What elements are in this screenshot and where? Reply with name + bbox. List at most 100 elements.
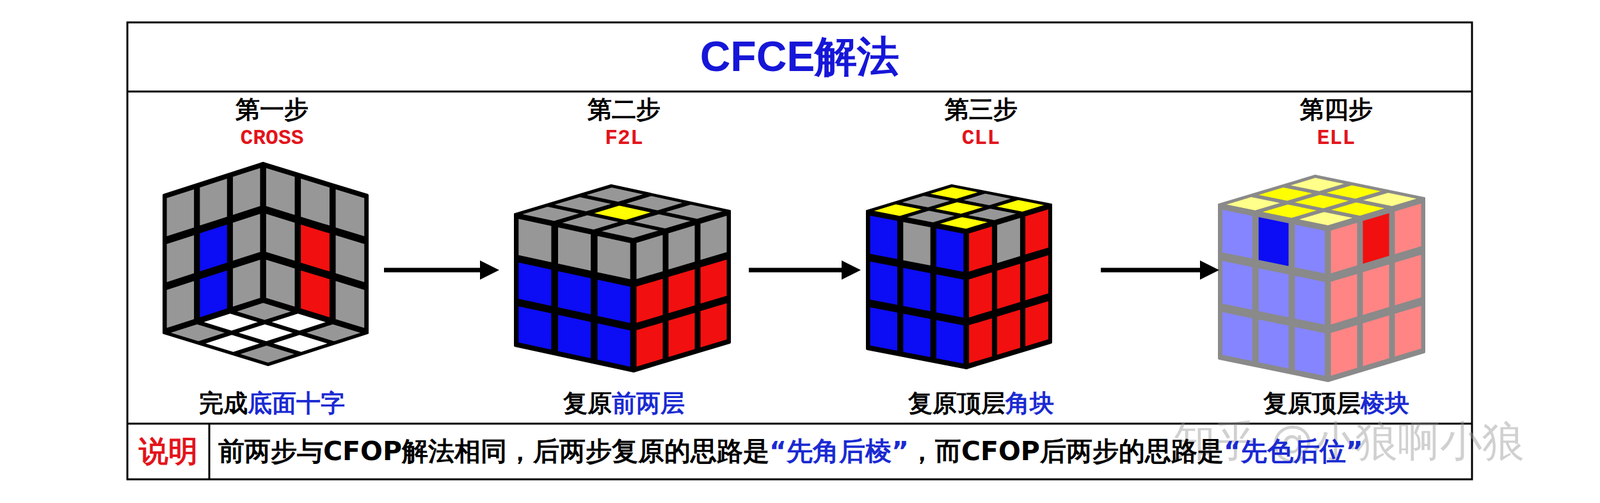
cube-sticker: [902, 312, 931, 358]
step-caption: 复原前两层: [563, 389, 685, 418]
cube-sticker: [636, 234, 664, 281]
cube-sticker: [1221, 311, 1254, 362]
cube-sticker: [597, 279, 632, 324]
cross-cube: [163, 163, 368, 365]
cube-sticker: [1258, 267, 1290, 319]
cube-sticker: [300, 269, 331, 319]
cube-sticker: [232, 167, 262, 216]
cube-sticker: [597, 234, 632, 280]
cube-sticker: [996, 309, 1021, 356]
caption-text: 复原顶层: [908, 389, 1006, 418]
cube-sticker: [869, 306, 898, 352]
title-rule: [127, 90, 1472, 93]
cube-sticker: [1024, 254, 1049, 302]
cll-cube: [867, 185, 1051, 368]
cube-face: [1219, 176, 1424, 228]
cube-sticker: [668, 268, 696, 315]
cube-sticker: [968, 317, 993, 365]
arrow-shaft: [748, 268, 843, 273]
cube-sticker: [1394, 254, 1423, 307]
cube-sticker: [968, 225, 993, 273]
cube-sticker: [199, 224, 228, 273]
cube-face: [515, 185, 730, 240]
cube-sticker: [265, 167, 296, 216]
cube-sticker: [1294, 275, 1326, 326]
cube-face: [867, 185, 1051, 231]
cube-sticker: [1330, 222, 1359, 275]
cube-sticker: [935, 319, 964, 365]
cube-sticker: [869, 260, 898, 306]
flow-arrow: [1100, 260, 1220, 280]
note-label: 说明: [138, 432, 198, 472]
cube-sticker: [232, 259, 262, 308]
flow-arrow: [384, 260, 500, 280]
cube-sticker: [1330, 273, 1359, 326]
cube-face: [867, 211, 967, 368]
note-text: ，而CFOP后两步的思路是: [908, 433, 1224, 470]
method-name: F2L: [604, 126, 643, 152]
cube-sticker: [166, 280, 196, 329]
caption-text: 复原顶层: [1263, 389, 1361, 418]
cube-sticker: [1024, 300, 1049, 347]
cube-sticker: [993, 199, 1047, 213]
cube-sticker: [199, 269, 228, 319]
cube-sticker: [700, 215, 728, 262]
arrow-head: [1200, 260, 1220, 280]
cube-face: [966, 204, 1051, 368]
cube-sticker: [1360, 192, 1420, 207]
caption-text: 完成: [199, 389, 248, 418]
cube-sticker: [1258, 216, 1290, 267]
step-number: 第三步: [944, 96, 1018, 125]
caption-highlight: 前两层: [611, 389, 685, 418]
cube-sticker: [232, 213, 262, 262]
step-node: 第二步F2L 复原前两层: [499, 94, 749, 423]
cube-sticker: [1394, 202, 1423, 256]
cube-sticker: [996, 216, 1021, 264]
step-caption: 复原顶层棱块: [1263, 389, 1410, 418]
cube-sticker: [335, 188, 366, 238]
step-node: 第四步ELL复原顶层棱块: [1219, 94, 1453, 423]
cube-sticker: [517, 218, 552, 264]
cube-face: [1328, 198, 1424, 381]
cube-sticker: [300, 177, 331, 227]
caption-highlight: 角块: [1005, 389, 1055, 418]
cube-sticker: [663, 204, 725, 220]
step-node: 第三步CLL复原顶层角块: [860, 94, 1101, 423]
ell-cube: [1219, 176, 1424, 381]
cube-face: [515, 214, 634, 372]
cube-sticker: [902, 221, 931, 267]
cube-sticker: [199, 177, 228, 227]
step-node: 第一步CROSS完成底面十字: [160, 94, 384, 423]
method-name: ELL: [1317, 126, 1355, 152]
cube-sticker: [557, 314, 592, 360]
diagram-title: CFCE解法: [127, 22, 1472, 92]
step-number: 第二步: [587, 96, 661, 125]
cube-sticker: [668, 224, 696, 271]
cube-sticker: [1024, 208, 1049, 256]
cube-sticker: [996, 263, 1021, 310]
cube-sticker: [1221, 208, 1254, 260]
cube-sticker: [517, 261, 552, 307]
outer-border: [127, 22, 1472, 480]
cube-sticker: [869, 215, 898, 260]
cube-sticker: [166, 234, 196, 283]
cube-sticker: [166, 188, 196, 238]
cube-sticker: [902, 266, 931, 312]
cube-sticker: [597, 322, 632, 368]
cube-sticker: [1258, 318, 1290, 370]
step-caption: 复原顶层角块: [908, 389, 1055, 418]
cube-sticker: [1330, 324, 1359, 377]
note-text: 前两步与CFOP解法相同，后两步复原的思路是: [218, 433, 770, 470]
arrow-head: [841, 260, 861, 280]
cube-sticker: [1294, 224, 1326, 275]
step-caption: 完成底面十字: [199, 389, 345, 418]
cube-face: [1219, 204, 1328, 381]
note-divider: [208, 423, 211, 480]
cube-sticker: [1362, 263, 1391, 317]
cube-sticker: [265, 213, 296, 262]
cube-sticker: [935, 273, 964, 319]
cube-sticker: [1394, 305, 1423, 358]
method-name: CROSS: [240, 126, 304, 152]
cube-sticker: [238, 344, 297, 364]
